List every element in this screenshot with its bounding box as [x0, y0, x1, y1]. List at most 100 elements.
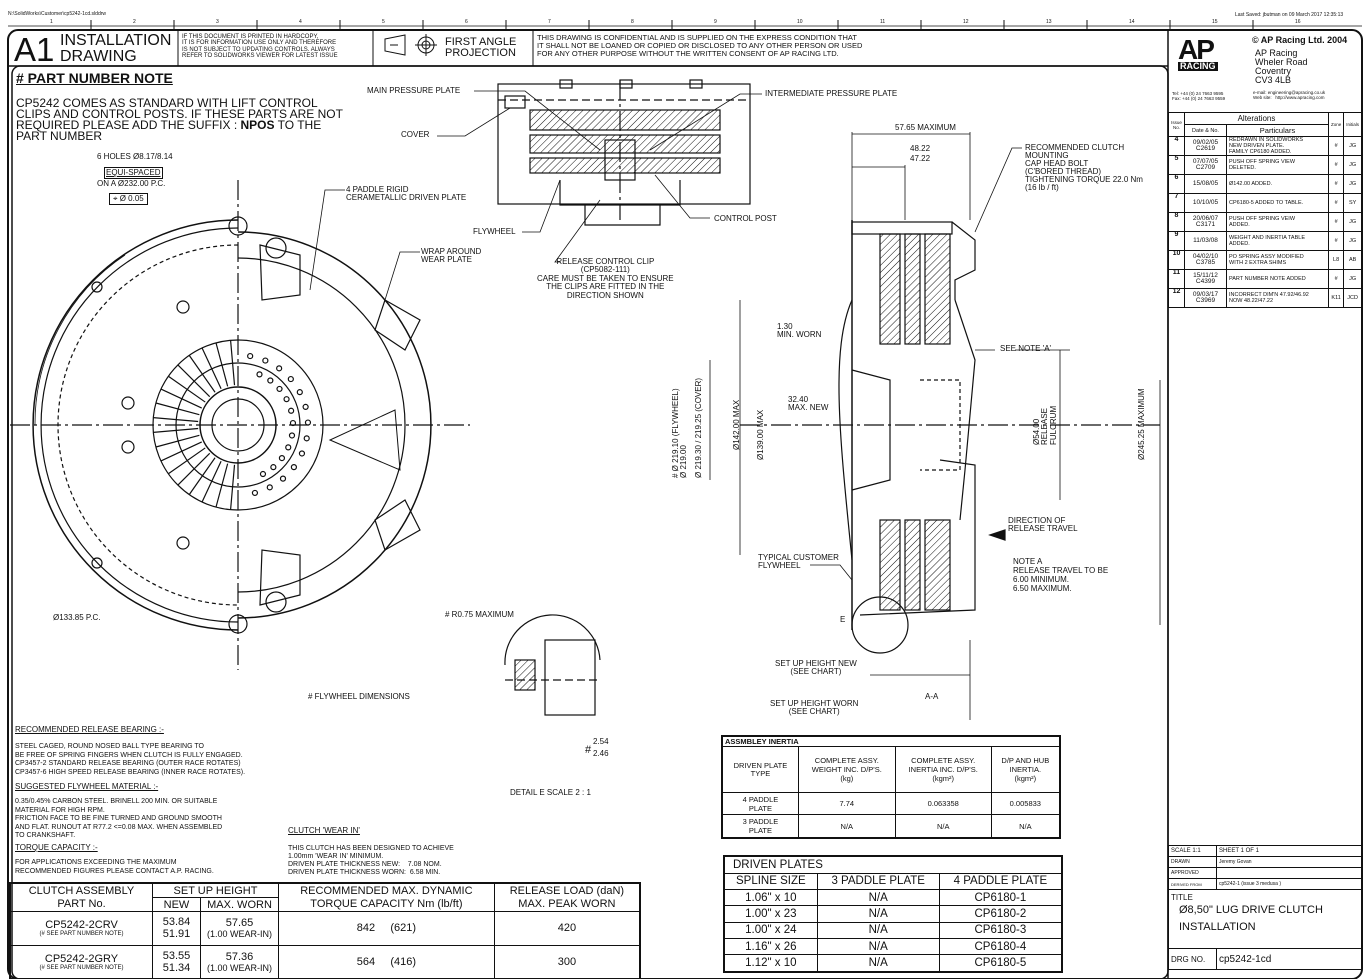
issue: 12	[1168, 288, 1185, 308]
zone-number: 7	[548, 19, 551, 25]
dim-139: Ø139.00 MAX	[756, 409, 765, 460]
date: 09/03/17 C3969	[1184, 288, 1227, 308]
detail-e-label: DETAIL E SCALE 2 : 1	[510, 788, 591, 797]
dim-32-40: 32.40 MAX. NEW	[788, 395, 829, 413]
mounting-note: RECOMMENDED CLUTCH MOUNTING CAP HEAD BOL…	[1025, 143, 1143, 192]
issue: 11	[1168, 269, 1185, 289]
cell: 1.06" x 10	[723, 888, 818, 907]
release-direction-label: DIRECTION OF RELEASE TRAVEL	[1008, 516, 1078, 533]
date: 20/06/07 C3171	[1184, 212, 1227, 232]
zone: #	[1327, 193, 1345, 213]
th-date: Date & No.	[1184, 124, 1227, 137]
label-control-post: CONTROL POST	[714, 214, 777, 223]
initials: JG	[1343, 212, 1362, 232]
initials: SY	[1343, 193, 1362, 213]
drawing-number: cp5242-1cd	[1216, 948, 1362, 970]
company-address: AP Racing Wheler Road Coventry CV3 4LB	[1255, 48, 1308, 85]
th-torque: RECOMMENDED MAX. DYNAMIC	[278, 883, 495, 898]
equi-spaced: EQUI-SPACED	[104, 167, 163, 179]
projection-line1: FIRST ANGLE	[445, 36, 517, 48]
zone-number: 1	[50, 19, 53, 25]
label-release-clip: RELEASE CONTROL CLIP (CP5082-111) CARE M…	[537, 257, 674, 300]
drawn-by: Jeremy Govan	[1216, 856, 1362, 868]
setup-new-2: 51.34	[162, 961, 191, 974]
th-load2: MAX. PEAK WORN	[493, 897, 641, 912]
cell: N/A	[816, 938, 940, 956]
th: D/P AND HUB INERTIA. (kgm²)	[990, 746, 1061, 793]
setup-worn: 57.36	[225, 950, 254, 963]
zone-number: 9	[714, 19, 717, 25]
detail-e	[504, 614, 601, 716]
cell: 7.74	[797, 791, 896, 816]
bearing-text: STEEL CAGED, ROUND NOSED BALL TYPE BEARI…	[15, 743, 246, 776]
derived-label: DERIVED FROM	[1168, 878, 1217, 890]
part-note: (# SEE PART NUMBER NOTE)	[39, 964, 124, 971]
dim-142: Ø142.00 MAX	[732, 399, 741, 450]
th: COMPLETE ASSY. INERTIA INC. D/P'S. (kgm²…	[894, 746, 992, 793]
cell: 1.12" x 10	[723, 954, 818, 973]
setup-worn: 57.65	[225, 917, 254, 930]
position-tolerance: ⌖ Ø 0.05	[109, 193, 148, 205]
part-number: CP5242-2CRV	[45, 919, 118, 932]
zone: #	[1327, 269, 1345, 289]
zone: L8	[1327, 250, 1345, 270]
initials: JG	[1343, 174, 1362, 194]
cell: 4 PADDLE PLATE	[721, 791, 799, 816]
flywheel-material-heading: SUGGESTED FLYWHEEL MATERIAL :-	[15, 782, 159, 791]
label-main-pressure-plate: MAIN PRESSURE PLATE	[367, 86, 461, 95]
setup-new-1: 53.55	[162, 949, 191, 962]
issue: 10	[1168, 250, 1185, 270]
zone-number: 8	[631, 19, 634, 25]
th-alterations: Alterations	[1184, 112, 1329, 125]
zone-number: 6	[465, 19, 468, 25]
note-text-b: TO THE	[274, 118, 322, 132]
th-initials: Initials	[1343, 112, 1362, 137]
date: 10/10/05	[1184, 193, 1227, 213]
zone: #	[1327, 212, 1345, 232]
cell: CP6180-2	[938, 905, 1063, 923]
part-number-note-text: CP5242 COMES AS STANDARD WITH LIFT CONTR…	[16, 97, 343, 142]
cell: CP6180-4	[938, 938, 1063, 956]
dim-245-25: Ø245.25 MAXIMUM	[1137, 388, 1146, 460]
th-setup: SET UP HEIGHT	[152, 883, 279, 898]
th: 3 PADDLE PLATE	[816, 872, 940, 890]
cell: 1.00" x 24	[723, 921, 818, 940]
flywheel-dims-note: # FLYWHEEL DIMENSIONS	[308, 692, 410, 701]
company-phone: Tel: +44 (0) 24 7663 9595 Fax: +44 (0) 2…	[1172, 91, 1226, 101]
copyright: © AP Racing Ltd. 2004	[1252, 35, 1348, 45]
setup-new-2: 51.91	[162, 928, 191, 941]
initials: JG	[1343, 231, 1362, 251]
cell: N/A	[816, 905, 940, 923]
label-driven-plate: 4 PADDLE RIGID CERAMETALLIC DRIVEN PLATE	[346, 185, 467, 203]
initials: JG	[1343, 155, 1362, 175]
holes-dim: 6 HOLES Ø8.17/8.14	[97, 152, 173, 161]
th-part2: PART No.	[10, 897, 153, 912]
file-path: N:\SolidWorks\Customer\cp5242-1cd.slddrw	[8, 11, 107, 17]
issue: 6	[1168, 174, 1185, 194]
th-particulars: Particulars	[1226, 124, 1329, 137]
zone: #	[1327, 174, 1345, 194]
side-section-view	[709, 132, 1161, 720]
particulars: PUSH OFF SPRING VIEW DELETED.	[1226, 155, 1329, 175]
note-a: NOTE A RELEASE TRAVEL TO BE 6.00 MINIMUM…	[1013, 557, 1109, 593]
part-number: CP5242-2GRY	[44, 952, 119, 965]
cell: CP6180-3	[938, 921, 1063, 940]
drawing-border	[7, 29, 1363, 979]
label-cover: COVER	[401, 130, 430, 139]
date: 11/03/08	[1184, 231, 1227, 251]
cell: N/A	[797, 814, 896, 839]
particulars: REDRAWN IN SOLIDWORKS NEW DRIVEN PLATE. …	[1226, 136, 1329, 156]
issue: 4	[1168, 136, 1185, 156]
issue: 5	[1168, 155, 1185, 175]
pcd-dim: ON A Ø232.00 P.C.	[97, 179, 166, 188]
inertia-title: ASSMBLEY INERTIA	[721, 735, 1061, 747]
